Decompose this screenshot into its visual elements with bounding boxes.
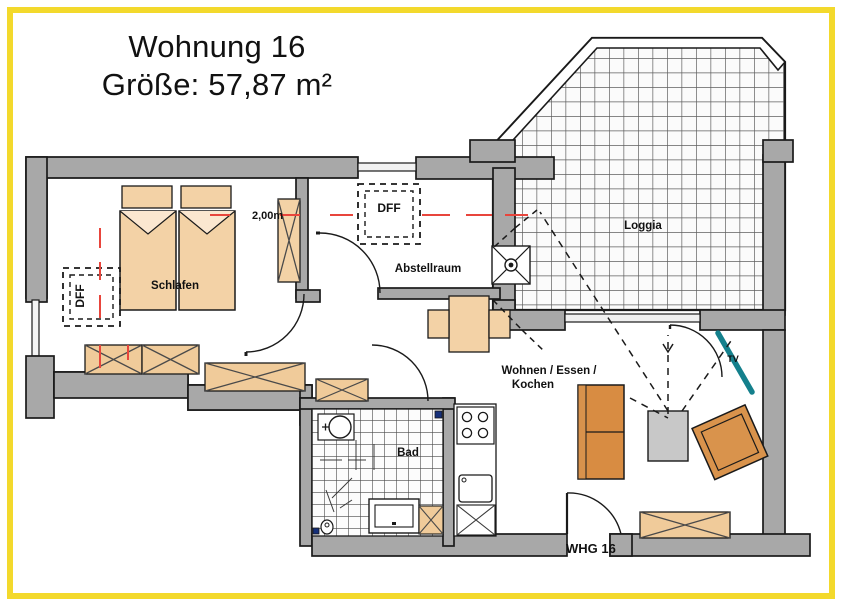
door-bedroom-arc[interactable] <box>245 293 305 353</box>
wardrobe-entry <box>639 511 731 539</box>
chair-left <box>427 309 450 339</box>
room-label-loggia: Loggia <box>624 220 662 232</box>
dff-label-left: DFF <box>73 284 87 307</box>
dff-label-mid: DFF <box>377 201 400 215</box>
dff-box-left <box>62 267 121 327</box>
bath-toilet <box>320 519 334 535</box>
window-left <box>31 299 40 357</box>
wall-bath-right <box>442 397 455 547</box>
outlet-bath-top <box>434 410 443 419</box>
room-label-bad: Bad <box>397 447 419 459</box>
dimension-label: 2,00m <box>252 210 283 222</box>
door-loggia-arc[interactable] <box>669 324 723 378</box>
wall-right-living <box>762 329 786 546</box>
wall-bath-left <box>299 397 313 547</box>
room-label-wohnen: Wohnen / Essen / <box>502 365 598 377</box>
room-label-schlafen: Schlafen <box>151 280 199 292</box>
tv-screen <box>715 330 755 395</box>
plan-title-block: Wohnung 16 Größe: 57,87 m² <box>52 28 382 104</box>
wall-left-lower <box>25 355 55 419</box>
sightline-to-abstell <box>539 211 669 412</box>
outlet-bath-bottom <box>312 527 320 535</box>
duvet-fold-left <box>119 210 177 235</box>
door-loggia-frame[interactable] <box>564 313 701 323</box>
wall-jamb-bedroom <box>295 289 321 303</box>
door-bath-arc[interactable] <box>371 344 429 402</box>
kitchen-stove <box>456 406 495 445</box>
bath-plumbing-lines <box>320 440 375 513</box>
wall-seg-a <box>53 371 189 399</box>
pillow-left <box>121 185 173 209</box>
wall-bottom-left <box>311 533 568 557</box>
bath-tub <box>368 498 420 534</box>
dining-table <box>448 295 490 353</box>
unit-label: WHG 16 <box>566 541 616 556</box>
loggia-dashed-edges <box>492 209 546 353</box>
duvet-fold-right <box>178 210 236 235</box>
kitchen-cabinet <box>456 504 496 536</box>
tv-label: TV <box>727 354 739 364</box>
armchair <box>691 403 769 481</box>
door-group[interactable] <box>244 231 723 535</box>
wall-loggia-shoulder-l <box>469 139 516 163</box>
bath-cabinet <box>418 505 444 535</box>
room-bad <box>311 408 444 537</box>
wall-loggia-sill-right <box>699 309 786 331</box>
window-top <box>357 162 417 172</box>
door-abstell-arc[interactable] <box>319 232 381 294</box>
page-title: Wohnung 16 <box>128 29 306 64</box>
wall-loggia-shoulder-r <box>762 139 794 163</box>
wardrobe-a <box>84 344 143 375</box>
room-label-kochen: Kochen <box>512 379 554 391</box>
ceiling-light <box>491 245 531 285</box>
wall-left-upper <box>25 156 48 303</box>
wall-abstell-bottom <box>377 287 501 300</box>
tv-unit <box>647 410 689 462</box>
loggia-gable-edge <box>491 37 787 153</box>
bath-washbasin <box>317 413 355 441</box>
kitchen-sink <box>458 474 493 503</box>
bed-right <box>178 185 236 311</box>
dff-box-mid <box>357 183 421 245</box>
wardrobe-b <box>141 344 200 375</box>
room-label-abstellraum: Abstellraum <box>395 263 461 275</box>
kitchen-units <box>453 403 497 537</box>
axis-lines <box>99 214 528 368</box>
wardrobe-d <box>315 378 369 402</box>
bed-left <box>119 185 177 311</box>
wardrobe-hall <box>277 198 301 283</box>
pillow-right <box>180 185 232 209</box>
sofa <box>577 384 625 480</box>
sightline-group <box>539 211 734 419</box>
wardrobe-group <box>84 198 731 539</box>
chair-right <box>488 309 511 339</box>
wardrobe-c <box>204 362 306 392</box>
page-subtitle-area: Größe: 57,87 m² <box>101 66 333 102</box>
door-entry-arc[interactable] <box>566 492 622 535</box>
dining-set <box>427 295 511 353</box>
sightline-arrow <box>662 343 674 354</box>
sightline-to-tv <box>681 337 734 412</box>
wall-loggia-right <box>762 154 786 316</box>
